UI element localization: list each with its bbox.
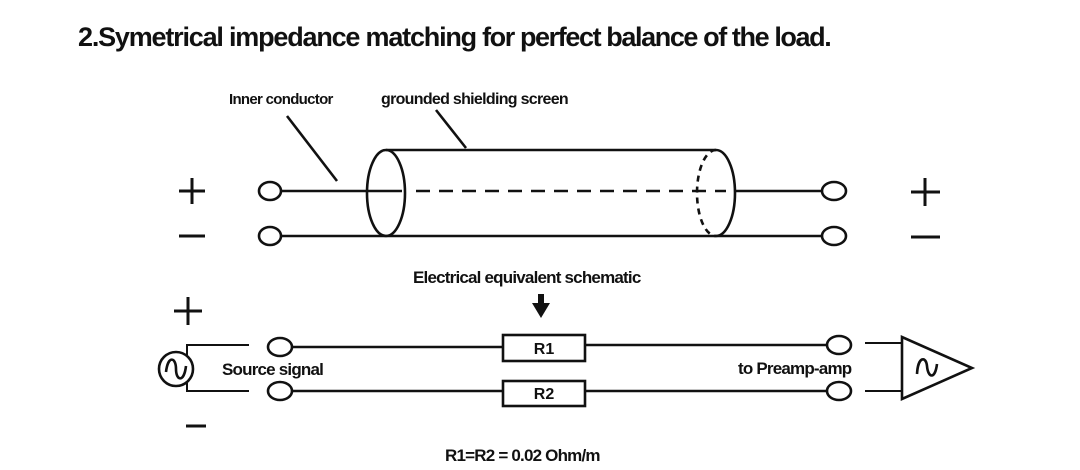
amp-sine-icon — [915, 358, 939, 377]
resistor-r1-label: R1 — [534, 341, 555, 358]
source-lead-bottom — [186, 383, 249, 392]
source-plus-sign — [174, 297, 202, 325]
page-title: 2.Symetrical impedance matching for perf… — [78, 22, 832, 53]
equivalent-schematic: Electrical equivalent schematic Source s… — [157, 268, 976, 465]
inner-conductor-pointer — [285, 115, 339, 182]
right-plus-terminal — [820, 180, 848, 202]
title-bold: 2.Symetrical impedance matching — [78, 22, 477, 52]
inner-conductor-label: Inner conductor — [229, 91, 334, 108]
ac-source-icon — [157, 350, 195, 388]
title-rest: for perfect balance of the load. — [475, 22, 832, 52]
load-terminal-bottom — [825, 380, 853, 402]
source-label: Source signal — [222, 360, 323, 379]
resistor-r2-label: R2 — [534, 386, 555, 403]
source-lead-top — [186, 344, 249, 355]
amplifier-icon — [900, 335, 976, 401]
cylinder-right-end — [715, 148, 737, 238]
load-label: to Preamp-amp — [738, 359, 852, 378]
resistance-equation: R1=R2 = 0.02 Ohm/m — [445, 446, 600, 465]
resistor-r2 — [501, 379, 587, 408]
left-minus-terminal — [257, 225, 283, 247]
shield-label: grounded shielding screen — [381, 91, 568, 108]
load-terminal-top — [825, 334, 853, 356]
schematic-heading: Electrical equivalent schematic — [413, 268, 641, 287]
down-arrow-icon — [532, 294, 550, 318]
sine-wave-icon — [164, 358, 188, 380]
source-terminal-top — [266, 336, 294, 358]
left-plus-sign — [179, 178, 205, 204]
cylinder-left-end — [365, 148, 407, 238]
cable-diagram: Inner conductor grounded shielding scree… — [179, 91, 940, 247]
right-minus-terminal — [820, 225, 848, 247]
shield-pointer — [434, 109, 468, 149]
resistor-r1 — [501, 333, 587, 363]
source-terminal-bottom — [266, 380, 294, 402]
cylinder-right-end-hidden — [695, 148, 717, 238]
left-plus-terminal — [257, 180, 283, 202]
right-plus-sign — [911, 178, 940, 206]
